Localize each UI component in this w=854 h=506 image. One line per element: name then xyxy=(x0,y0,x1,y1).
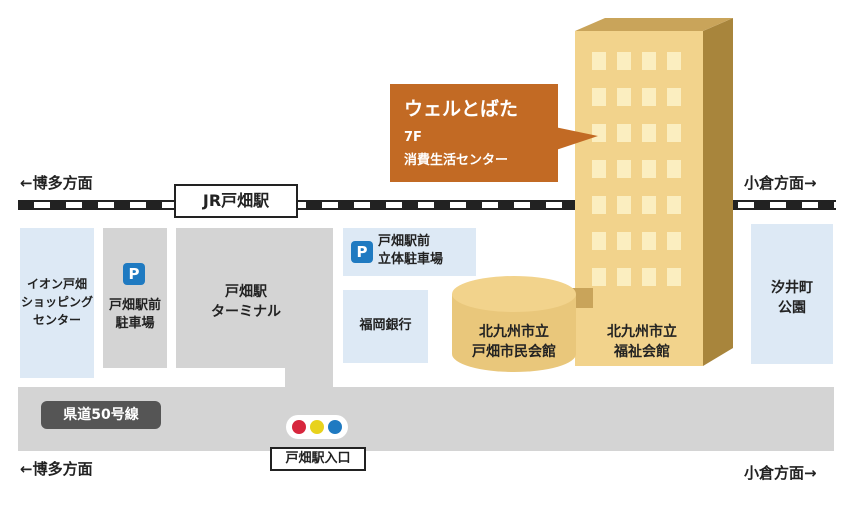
building-window xyxy=(667,268,681,286)
signal-blue-light xyxy=(328,420,342,434)
building-window xyxy=(617,124,631,142)
aeon-block xyxy=(20,228,94,378)
building-window xyxy=(642,196,656,214)
building-window xyxy=(617,52,631,70)
building-window xyxy=(592,268,606,286)
building-window xyxy=(617,160,631,178)
building-window xyxy=(592,88,606,106)
entrance-name: 戸畑駅入口 xyxy=(285,451,351,466)
station-name: JR戸畑駅 xyxy=(202,191,270,210)
building-window xyxy=(642,52,656,70)
parking-tower-icon: P xyxy=(351,241,373,263)
building-window xyxy=(592,52,606,70)
bank-block xyxy=(343,290,428,363)
callout-title: ウェルとばた xyxy=(404,98,519,120)
entrance-sign: 戸畑駅入口 xyxy=(270,447,366,471)
civic-hall-label: 北九州市立 戸畑市民会館 xyxy=(472,324,556,360)
east-direction-bottom: 小倉方面→ xyxy=(744,464,817,482)
building-window xyxy=(617,88,631,106)
signal-yellow-light xyxy=(310,420,324,434)
building-window xyxy=(642,88,656,106)
building-window xyxy=(592,160,606,178)
road-name: 県道50号線 xyxy=(63,407,139,423)
callout-floor: 7F xyxy=(404,130,422,145)
building-window xyxy=(667,160,681,178)
building-window xyxy=(667,232,681,250)
building-window xyxy=(642,232,656,250)
east-direction-top: 小倉方面→ xyxy=(744,174,817,192)
building-window xyxy=(642,160,656,178)
aeon-label: イオン戸畑 ショッピング センター xyxy=(20,277,93,327)
callout-facility: 消費生活センター xyxy=(404,153,509,168)
building-window xyxy=(592,196,606,214)
building-window xyxy=(667,124,681,142)
building-window xyxy=(617,232,631,250)
west-direction-top: ←博多方面 xyxy=(20,174,93,192)
building-window xyxy=(667,196,681,214)
building-window xyxy=(617,268,631,286)
building-window xyxy=(667,88,681,106)
building-window xyxy=(667,52,681,70)
building-window xyxy=(642,124,656,142)
building-window xyxy=(592,232,606,250)
park-label: 汐井町 公園 xyxy=(771,280,813,316)
welfare-hall-label: 北九州市立 福祉会館 xyxy=(607,324,677,360)
callout-pointer xyxy=(550,126,598,152)
building-window xyxy=(592,124,606,142)
building-window xyxy=(642,268,656,286)
parking-front-block xyxy=(103,228,167,368)
railway-line xyxy=(18,200,836,210)
park-block xyxy=(751,224,833,364)
signal-red-light xyxy=(292,420,306,434)
parking-tower-label: 戸畑駅前 立体駐車場 xyxy=(378,234,444,267)
west-direction-bottom: ←博多方面 xyxy=(20,460,93,478)
road-name-badge: 県道50号線 xyxy=(41,401,161,429)
terminal-block xyxy=(176,228,333,368)
parking-front-label: 戸畑駅前 駐車場 xyxy=(108,298,161,331)
welltobata-callout: ウェルとばた 7F 消費生活センター xyxy=(390,84,558,182)
terminal-label: 戸畑駅 ターミナル xyxy=(211,284,281,320)
parking-icon: P xyxy=(123,263,145,285)
civic-hall-building xyxy=(452,276,593,372)
station-sign: JR戸畑駅 xyxy=(174,184,298,218)
bank-label: 福岡銀行 xyxy=(359,318,412,333)
building-window xyxy=(617,196,631,214)
